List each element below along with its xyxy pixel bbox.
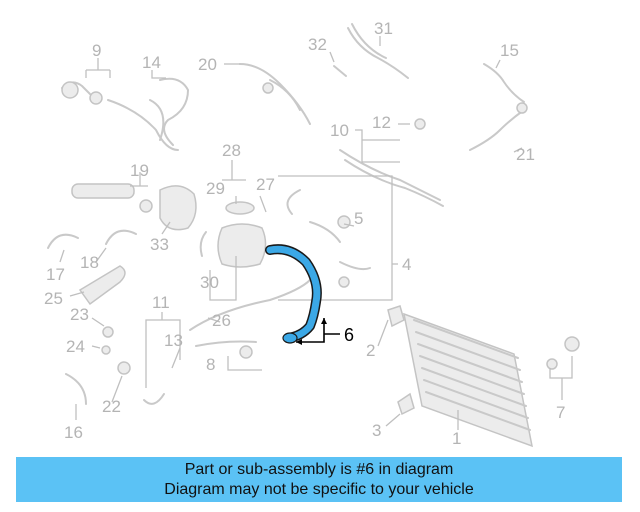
label-part-29: 29 — [206, 179, 225, 198]
parts-diagram: 9 14 20 32 31 15 12 10 21 19 28 29 27 33… — [44, 19, 580, 448]
part-20-sketch — [239, 63, 311, 125]
label-part-19: 19 — [130, 161, 149, 180]
part-24-sketch — [101, 345, 111, 355]
part-7-sketch — [546, 336, 580, 370]
label-part-23: 23 — [70, 305, 89, 324]
part-11-sketch — [143, 393, 165, 405]
label-part-13: 13 — [164, 331, 183, 350]
part-10-sketch — [339, 118, 444, 207]
part-33-sketch — [159, 185, 197, 231]
part-31-sketch — [347, 23, 409, 79]
label-part-11: 11 — [152, 293, 170, 312]
label-part-18: 18 — [80, 253, 99, 272]
label-part-6: 6 — [344, 325, 354, 345]
label-part-4: 4 — [402, 255, 411, 274]
label-part-1: 1 — [452, 429, 461, 448]
part-21-sketch — [469, 102, 528, 151]
label-part-20: 20 — [198, 55, 217, 74]
label-part-3: 3 — [372, 421, 381, 440]
label-part-2: 2 — [366, 341, 375, 360]
part-3-sketch — [397, 392, 415, 416]
leader-lines — [59, 36, 573, 430]
label-part-27: 27 — [256, 175, 275, 194]
part-15-sketch — [483, 63, 525, 103]
label-part-7: 7 — [556, 403, 565, 422]
label-part-12: 12 — [372, 113, 391, 132]
part-4-group-box — [278, 175, 393, 301]
label-part-17: 17 — [46, 265, 65, 284]
part-16-sketch — [65, 373, 87, 405]
disclaimer-line-2: Diagram may not be specific to your vehi… — [164, 481, 474, 498]
label-part-14: 14 — [142, 53, 161, 72]
label-part-33: 33 — [150, 235, 169, 254]
leader-6 — [296, 318, 340, 345]
label-part-5: 5 — [354, 209, 363, 228]
part-9-sketch — [61, 81, 179, 151]
part-19-sketch — [71, 183, 153, 213]
part-1-radiator — [403, 312, 533, 448]
disclaimer-line-1: Part or sub-assembly is #6 in diagram — [184, 461, 454, 478]
part-17-sketch — [47, 233, 79, 249]
label-part-32: 32 — [308, 35, 327, 54]
label-part-24: 24 — [66, 337, 85, 356]
label-part-31: 31 — [374, 19, 393, 38]
part-reservoir-sketch — [199, 223, 267, 268]
part-25-sketch — [78, 265, 126, 306]
label-part-26: 26 — [212, 311, 231, 330]
part-22-sketch — [117, 361, 131, 375]
part-18-sketch — [105, 229, 137, 245]
label-part-8: 8 — [206, 355, 215, 374]
part-32-sketch — [333, 65, 347, 77]
disclaimer-banner: Part or sub-assembly is #6 in diagram Di… — [16, 457, 622, 502]
label-part-25: 25 — [44, 289, 63, 308]
part-26-sketch — [189, 279, 311, 331]
part-2-sketch — [387, 305, 405, 328]
label-part-21: 21 — [516, 145, 535, 164]
label-part-28: 28 — [222, 141, 241, 160]
label-part-22: 22 — [102, 397, 121, 416]
part-8-sketch — [195, 340, 257, 359]
label-part-16: 16 — [64, 423, 83, 442]
part-6-hose-highlighted — [265, 244, 322, 344]
label-part-15: 15 — [500, 41, 519, 60]
part-23-sketch — [102, 326, 114, 338]
label-part-9: 9 — [92, 41, 101, 60]
part-14-sketch — [149, 77, 189, 146]
label-part-10: 10 — [330, 121, 349, 140]
label-part-30: 30 — [200, 273, 219, 292]
part-29-sketch — [225, 201, 255, 215]
